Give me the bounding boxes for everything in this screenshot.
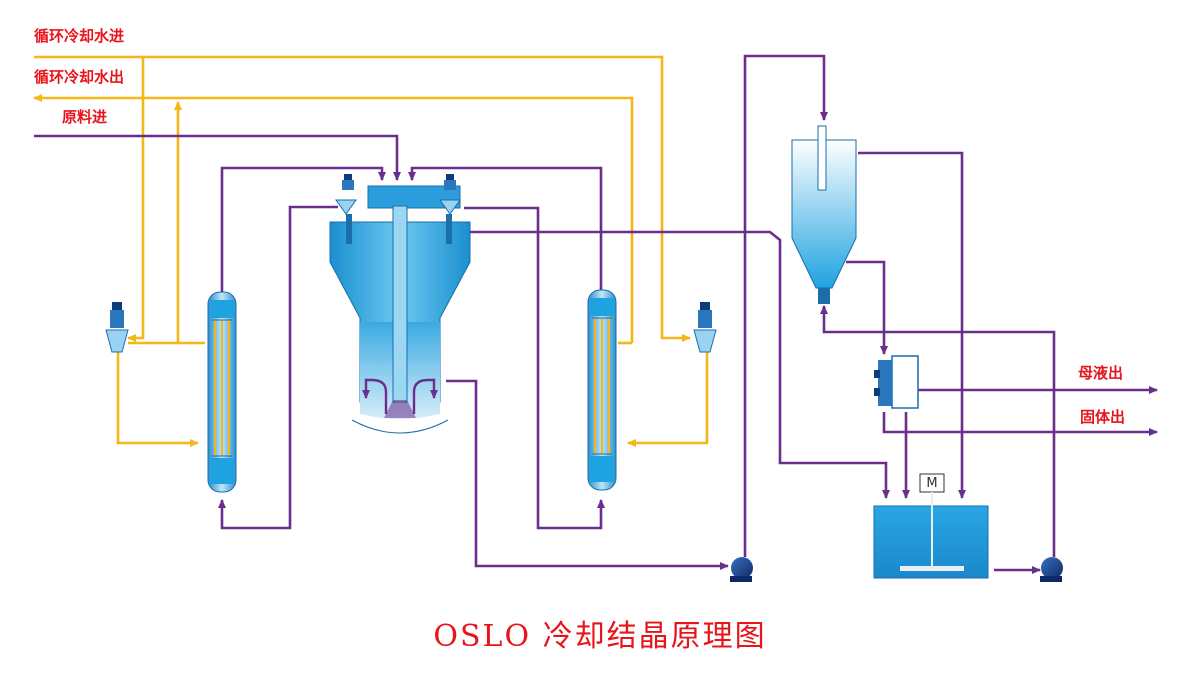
motor-label: M [926,476,937,491]
left-heat-exchanger [207,291,237,493]
crystallizer-right-valve [439,174,461,244]
solid-out-line [882,412,1158,436]
filter-centrifuge [874,355,919,409]
label-feed-in: 原料进 [62,108,108,126]
pump2-to-settler-bottom [820,305,1056,557]
cooling-water-in-branch-left [127,57,145,342]
label-cooling-water-out: 循环冷却水出 [34,68,125,86]
crystallizer-bottom-to-pump [446,379,729,570]
right-hx-top-to-crystallizer [408,166,603,292]
settler-overflow-line [858,151,966,499]
right-heat-exchanger [587,289,617,491]
crystallizer-overflow-line [470,230,890,499]
pump-1-icon [730,557,753,582]
pump-to-settler-line [743,54,828,557]
label-cooling-water-in: 循环冷却水进 [34,27,125,45]
right-hx-cooling-bottom [627,352,709,447]
left-hx-top-to-crystallizer [220,166,386,295]
cooling-water-out-line [33,94,634,343]
cooling-water-lines [33,55,709,447]
label-mother-liquor-out: 母液出 [1078,364,1124,382]
mother-liquor-tank [873,473,989,579]
pump-2-icon [1040,557,1063,582]
left-hx-cooling-bottom [116,352,199,447]
feed-in-line [34,134,401,181]
oslo-crystallizer [329,174,471,434]
crystallizer-left-valve [335,174,357,244]
crystallizer-to-left-hx-bottom [218,205,338,530]
process-lines [34,54,1158,574]
right-control-valve [693,302,717,353]
settler-side-to-filter [846,260,888,355]
thickener-settler [791,125,857,304]
cooling-water-in-line [34,55,691,342]
diagram-caption: OSLO 冷却结晶原理图 [433,619,767,654]
left-control-valve [105,302,129,353]
label-solid-out: 固体出 [1080,408,1126,426]
crystallizer-to-right-hx-bottom [464,206,605,530]
